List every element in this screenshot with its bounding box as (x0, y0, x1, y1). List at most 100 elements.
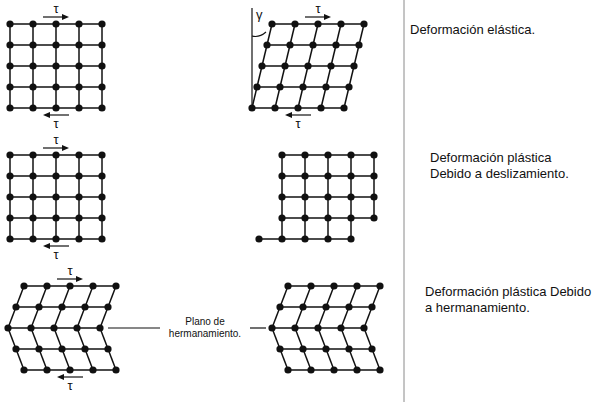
atom-dot (12, 345, 19, 352)
atom-dot (104, 303, 111, 310)
arrow-head (324, 14, 331, 20)
atom-dot (307, 366, 314, 373)
atom-dot (353, 366, 360, 373)
atom-dot (104, 345, 111, 352)
atom-dot (6, 20, 13, 27)
atom-dot (281, 62, 288, 69)
atom-dot (324, 172, 331, 179)
atom-dot (307, 282, 314, 289)
atom-dot (314, 20, 321, 27)
atom-dot (276, 345, 283, 352)
atom-dot (112, 282, 119, 289)
atom-dot (309, 41, 316, 48)
atom-dot (29, 151, 36, 158)
atom-dot (35, 303, 42, 310)
atom-dot (98, 193, 105, 200)
atom-dot (301, 235, 308, 242)
atom-dot (89, 366, 96, 373)
atom-dot (112, 366, 119, 373)
arrow-head (43, 243, 50, 249)
arrow-head (76, 276, 83, 282)
stress-arrow (290, 114, 311, 115)
atom-dot (4, 324, 11, 331)
atom-dot (347, 172, 354, 179)
twin-plane-label: Plano de hermanamiento. (160, 316, 250, 340)
atom-dot (29, 172, 36, 179)
stress-arrow (57, 278, 78, 279)
atom-dot (75, 41, 82, 48)
atom-dot (29, 41, 36, 48)
atom-dot (6, 172, 13, 179)
atom-dot (337, 324, 344, 331)
atom-dot (332, 41, 339, 48)
atom-dot (324, 214, 331, 221)
atom-dot (253, 83, 260, 90)
atom-dot (98, 20, 105, 27)
stress-symbol: τ (295, 117, 300, 130)
atom-dot (353, 282, 360, 289)
stress-arrow (48, 114, 69, 115)
atom-dot (258, 62, 265, 69)
atom-dot (322, 345, 329, 352)
atom-dot (75, 214, 82, 221)
atom-dot (355, 41, 362, 48)
atom-dot (291, 20, 298, 27)
atom-dot (81, 303, 88, 310)
atom-dot (299, 303, 306, 310)
atom-dot (271, 104, 278, 111)
atom-dot (324, 151, 331, 158)
atom-dot (75, 193, 82, 200)
atom-dot (301, 151, 308, 158)
atom-dot (340, 104, 347, 111)
atom-dot (98, 62, 105, 69)
atom-dot (29, 104, 36, 111)
atom-dot (345, 303, 352, 310)
atom-dot (6, 193, 13, 200)
stress-arrow (43, 147, 64, 148)
atom-dot (347, 214, 354, 221)
atom-dot (268, 20, 275, 27)
atom-dot (43, 282, 50, 289)
atom-dot (322, 303, 329, 310)
stress-symbol: τ (53, 2, 58, 15)
atom-dot (52, 235, 59, 242)
atom-dot (6, 41, 13, 48)
row-caption: Deformación elástica. (410, 22, 590, 38)
stress-arrow (43, 16, 64, 17)
stress-arrow (48, 245, 69, 246)
strain-symbol: γ (256, 8, 263, 21)
atom-dot (75, 235, 82, 242)
stress-symbol: τ (67, 264, 72, 277)
atom-dot (347, 235, 354, 242)
atom-dot (35, 345, 42, 352)
atom-dot (327, 62, 334, 69)
atom-dot (27, 324, 34, 331)
atom-dot (75, 104, 82, 111)
atom-dot (322, 83, 329, 90)
atom-dot (52, 151, 59, 158)
atom-dot (98, 83, 105, 90)
atom-dot (278, 151, 285, 158)
atom-dot (29, 193, 36, 200)
atom-dot (29, 235, 36, 242)
atom-dot (29, 62, 36, 69)
atom-dot (98, 172, 105, 179)
atom-dot (6, 83, 13, 90)
atom-dot (66, 282, 73, 289)
atom-dot (284, 282, 291, 289)
atom-dot (360, 324, 367, 331)
arrow-head (57, 374, 64, 380)
atom-dot (370, 151, 377, 158)
atom-dot (98, 214, 105, 221)
atom-dot (278, 235, 285, 242)
atom-dot (350, 62, 357, 69)
atom-dot (98, 104, 105, 111)
row-caption: Deformación plástica Debido a deslizamie… (430, 150, 592, 182)
stress-symbol: τ (315, 2, 320, 15)
atom-dot (284, 366, 291, 373)
atom-dot (370, 172, 377, 179)
atom-dot (314, 324, 321, 331)
atom-dot (263, 41, 270, 48)
stress-symbol: τ (67, 379, 72, 392)
